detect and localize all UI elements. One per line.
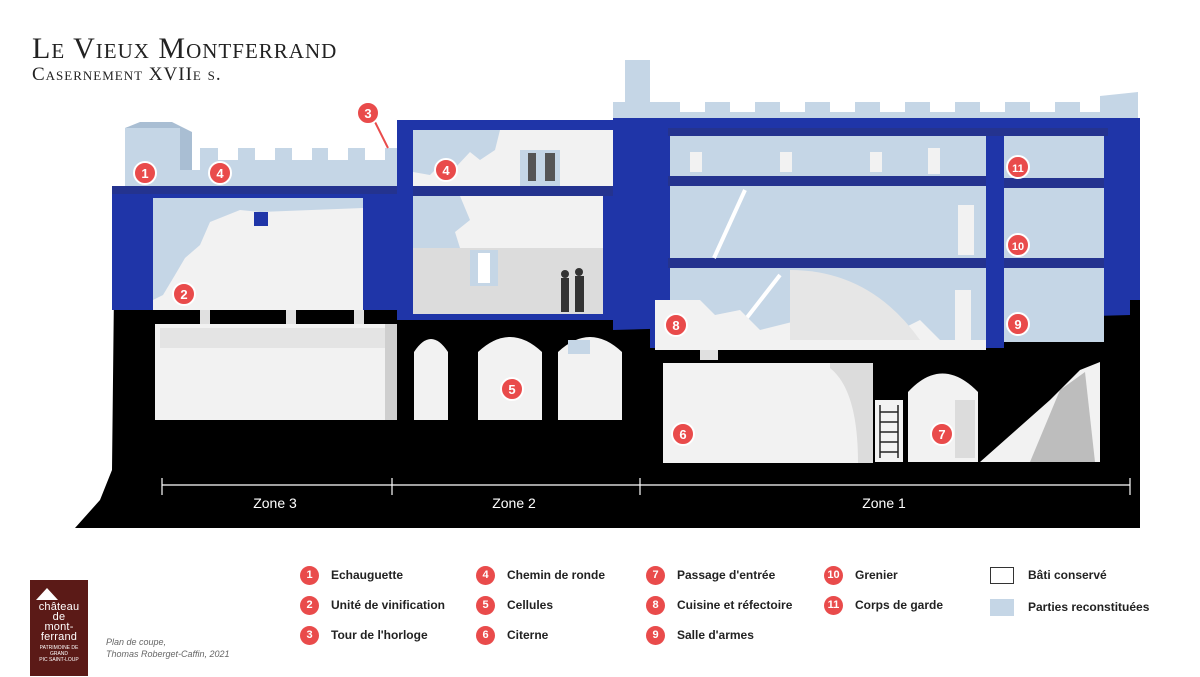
zone-2-label: Zone 2	[492, 495, 536, 511]
legend-item-grenier: 10 Grenier	[824, 564, 898, 586]
marker-10: 10	[1006, 233, 1030, 257]
preserved-swatch	[990, 566, 1014, 584]
zone-1-building	[613, 60, 1140, 463]
zone-1-label: Zone 1	[862, 495, 906, 511]
reconstructed-swatch	[990, 598, 1014, 616]
zone-3-label: Zone 3	[253, 495, 297, 511]
marker-4a: 4	[208, 161, 232, 185]
marker-3: 3	[356, 101, 389, 149]
zone-rulers	[161, 478, 1131, 495]
svg-text:4: 4	[442, 163, 450, 178]
marker-4b: 4	[434, 158, 458, 182]
svg-text:4: 4	[216, 166, 224, 181]
svg-text:2: 2	[180, 287, 187, 302]
legend-key-preserved: Bâti conservé	[990, 564, 1107, 586]
diagram-title: Le Vieux Montferrand	[32, 32, 338, 65]
marker-5: 5	[500, 377, 524, 401]
legend-item-chemin-ronde: 4 Chemin de ronde	[476, 564, 605, 586]
legend-item-echauguette: 1 Echauguette	[300, 564, 403, 586]
svg-text:8: 8	[672, 318, 679, 333]
legend-key-reconstructed: Parties reconstituées	[990, 596, 1149, 618]
legend-item-passage-entree: 7 Passage d'entrée	[646, 564, 775, 586]
chateau-logo: château de mont- ferrand PATRIMOINE DE G…	[30, 580, 88, 676]
credit-note: Plan de coupe, Thomas Roberget-Caffin, 2…	[106, 637, 230, 659]
svg-text:5: 5	[508, 382, 515, 397]
svg-text:6: 6	[679, 427, 686, 442]
zone-2-building	[397, 120, 622, 420]
svg-text:11: 11	[1012, 163, 1024, 175]
marker-7: 7	[930, 422, 954, 446]
legend: 1 Echauguette 2 Unité de vinification 3 …	[0, 560, 1200, 677]
legend-item-tour-horloge: 3 Tour de l'horloge	[300, 624, 428, 646]
legend-item-cellules: 5 Cellules	[476, 594, 553, 616]
svg-text:7: 7	[938, 427, 945, 442]
marker-1: 1	[133, 161, 157, 185]
marker-8: 8	[664, 313, 688, 337]
diagram-subtitle: Casernement XVIIe s.	[32, 64, 222, 85]
svg-text:1: 1	[141, 166, 148, 181]
svg-text:10: 10	[1012, 241, 1024, 253]
cross-section-drawing: Zone 3 Zone 2 Zone 1 1 2 3 4 4 5 6 7 8 9…	[75, 60, 1140, 528]
legend-item-vinification: 2 Unité de vinification	[300, 594, 445, 616]
marker-6: 6	[671, 422, 695, 446]
people-silhouettes	[561, 268, 584, 312]
legend-item-cuisine: 8 Cuisine et réfectoire	[646, 594, 792, 616]
marker-9: 9	[1006, 312, 1030, 336]
legend-item-citerne: 6 Citerne	[476, 624, 548, 646]
svg-text:9: 9	[1014, 317, 1021, 332]
svg-text:3: 3	[364, 106, 371, 121]
marker-2: 2	[172, 282, 196, 306]
legend-item-corps-garde: 11 Corps de garde	[824, 594, 943, 616]
logo-triangle-icon	[36, 588, 58, 600]
legend-item-salle-armes: 9 Salle d'armes	[646, 624, 754, 646]
marker-11: 11	[1006, 155, 1030, 179]
